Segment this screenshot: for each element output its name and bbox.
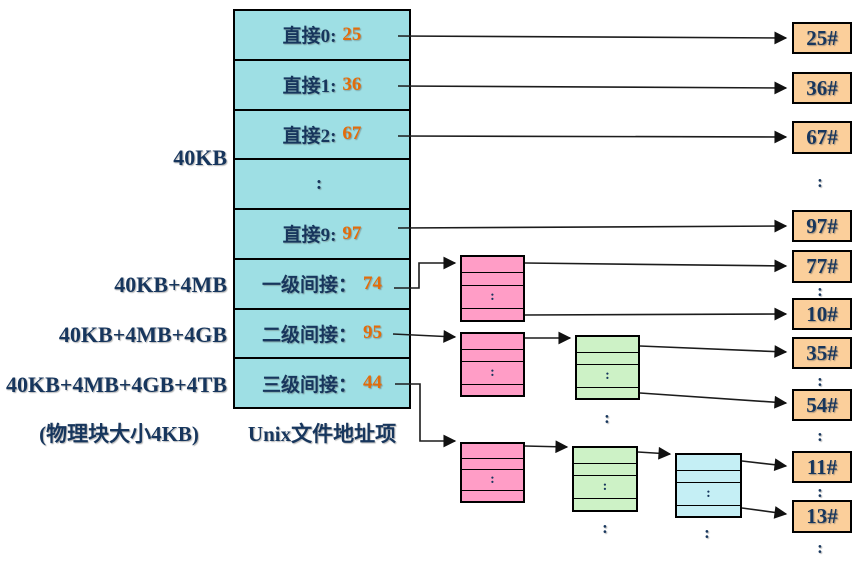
index-entry — [677, 506, 740, 516]
ellipsis-double-indirect-blocks-1: : — [817, 371, 823, 390]
ellipsis-below-green1: : — [604, 408, 610, 427]
index-entry-ellipsis: : — [574, 476, 636, 500]
disk-block-11: 11# — [792, 451, 852, 483]
triple-indirect-index-block-l2: : — [572, 446, 638, 512]
arrow-cyan-to-13 — [741, 506, 788, 519]
triple-indirect-index-block-l1: : — [460, 442, 525, 503]
disk-block-13: 13# — [792, 500, 852, 533]
index-entry — [577, 353, 638, 365]
disk-block-77: 77# — [792, 250, 852, 283]
index-entry — [577, 388, 638, 398]
disk-block-10: 10# — [792, 298, 852, 330]
arrow-direct0-to-25 — [397, 31, 788, 45]
index-entry — [677, 455, 740, 471]
arrow-pink1-to-10 — [524, 307, 788, 321]
row-label: 二级间接： — [261, 324, 357, 346]
row-value: 97 — [342, 222, 362, 244]
index-entry-ellipsis: : — [462, 362, 523, 385]
row-value: 74 — [363, 272, 382, 294]
arrow-cyan-to-11 — [741, 458, 788, 472]
index-entry — [462, 491, 523, 501]
row-label: 一级间接： — [261, 275, 357, 297]
disk-block-36: 36# — [792, 72, 852, 104]
triple-indirect-index-block-l3: : — [675, 453, 742, 518]
disk-block-54: 54# — [792, 389, 852, 421]
capacity-label-single-indirect: 40KB+4MB — [114, 272, 227, 297]
table-caption: Unix文件地址项 — [247, 422, 397, 446]
inode-address-table: 直接0: 25 直接1: 36 直接2: 67 : 直接9: 97 一级间接： … — [233, 9, 411, 409]
index-entry-ellipsis: : — [462, 470, 523, 492]
index-entry — [677, 471, 740, 483]
index-entry — [574, 448, 636, 464]
disk-block-67: 67# — [792, 121, 852, 154]
index-entry — [574, 464, 636, 477]
index-entry — [462, 273, 523, 286]
index-entry — [574, 499, 636, 510]
row-label: 直接2: — [282, 125, 337, 147]
disk-block-35: 35# — [792, 337, 852, 369]
index-entry-ellipsis: : — [677, 483, 740, 506]
index-entry — [577, 337, 638, 353]
row-label: 直接9: — [282, 225, 337, 247]
row-value: 67 — [342, 123, 362, 145]
disk-block-25: 25# — [792, 22, 852, 54]
index-entry — [462, 350, 523, 362]
index-entry — [462, 459, 523, 471]
ellipsis-triple-indirect-blocks-1: : — [817, 482, 823, 501]
inode-row-single-indirect: 一级间接： 74 — [235, 260, 409, 310]
ellipsis-single-indirect-blocks: : — [817, 281, 823, 300]
row-label: : — [315, 173, 323, 195]
inode-row-double-indirect: 二级间接： 95 — [235, 310, 409, 360]
row-value: 44 — [363, 372, 382, 394]
inode-row-direct0: 直接0: 25 — [235, 11, 409, 61]
inode-row-direct9: 直接9: 97 — [235, 210, 409, 260]
inode-row-direct1: 直接1: 36 — [235, 61, 409, 111]
index-entry — [462, 334, 523, 350]
arrow-green2-to-cyan — [637, 446, 672, 460]
double-indirect-index-block-l1: : — [460, 332, 525, 397]
inode-row-ellipsis: : — [235, 160, 409, 210]
inode-row-triple-indirect: 三级间接： 44 — [235, 359, 409, 407]
ellipsis-double-indirect-blocks-2: : — [817, 426, 823, 445]
double-indirect-index-block-l2: : — [575, 335, 640, 400]
single-indirect-index-block: : — [460, 255, 525, 322]
index-entry-ellipsis: : — [577, 365, 638, 388]
ellipsis-below-cyan: : — [704, 523, 710, 542]
arrow-pink3-to-green2 — [524, 440, 569, 454]
capacity-label-triple-indirect: 40KB+4MB+4GB+4TB — [6, 372, 227, 397]
capacity-label-direct: 40KB — [173, 145, 227, 170]
index-entry — [462, 385, 523, 395]
index-entry — [462, 309, 523, 320]
ellipsis-below-green2: : — [602, 518, 608, 537]
index-entry — [462, 444, 523, 459]
arrow-green1-to-54 — [639, 392, 788, 409]
arrow-direct1-to-36 — [397, 81, 788, 95]
arrow-pink1-to-77 — [524, 259, 788, 273]
arrow-direct2-to-67 — [397, 130, 788, 144]
arrow-direct9-to-97 — [397, 219, 788, 233]
index-entry — [462, 257, 523, 274]
row-label: 三级间接： — [261, 374, 357, 396]
row-value: 25 — [342, 23, 362, 45]
ellipsis-triple-indirect-blocks-2: : — [817, 538, 823, 557]
capacity-label-double-indirect: 40KB+4MB+4GB — [58, 322, 227, 347]
block-size-note: (物理块大小4KB) — [39, 422, 199, 446]
row-label: 直接1: — [282, 76, 337, 98]
row-value: 95 — [363, 322, 382, 344]
inode-row-direct2: 直接2: 67 — [235, 111, 409, 161]
ellipsis-direct-blocks: : — [817, 172, 823, 191]
index-entry-ellipsis: : — [462, 286, 523, 310]
disk-block-97: 97# — [792, 210, 852, 242]
row-label: 直接0: — [282, 26, 337, 48]
arrow-green1-to-35 — [639, 345, 788, 358]
row-value: 36 — [342, 73, 362, 95]
